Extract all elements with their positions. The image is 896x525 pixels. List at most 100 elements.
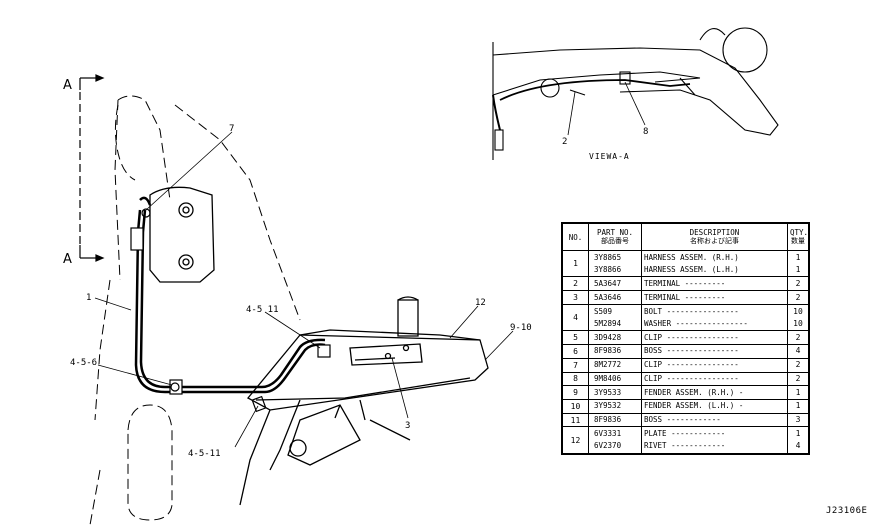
description: HARNESS ASSEM. (R.H.) HARNESS ASSEM. (L.H… (641, 249, 788, 278)
callout-4-5-11-top: 4-5 11 (246, 305, 279, 315)
part-number-line: 8F9836 (594, 415, 622, 425)
quantity-line: 2 (795, 360, 801, 370)
section-label-bottom: A (63, 252, 72, 267)
quantity-line: 4 (795, 441, 801, 451)
description-line: PLATE ------------ (644, 429, 726, 439)
quantity-line: 2 (795, 332, 801, 342)
part-number-line: 5A3647 (594, 278, 622, 288)
table-row: 3 5A3646 TERMINAL --------- 2 (562, 290, 809, 305)
part-number-line: 3D9428 (594, 332, 622, 342)
description-line: CLIP ---------------- (644, 332, 739, 342)
quantity: 2 (787, 371, 809, 387)
callout-8: 8 (643, 127, 648, 137)
quantity-line: 2 (795, 373, 801, 383)
part-number-line: 8M2772 (594, 360, 622, 370)
row-number: 11 (562, 412, 589, 428)
header-qty: QTY.数量 (787, 223, 809, 251)
row-number: 4 (562, 303, 589, 332)
quantity-line: 3 (795, 415, 801, 425)
bracket-plate (149, 186, 215, 283)
part-number-line: 5A3646 (594, 292, 622, 302)
tractor-outline (89, 95, 301, 525)
view-a-a (492, 27, 779, 160)
quantity: 1 (787, 398, 809, 414)
description: BOLT ----------------WASHER ------------… (641, 303, 788, 332)
callout-12: 12 (475, 298, 486, 308)
description-line: HARNESS ASSEM. (R.H.) (644, 252, 739, 262)
description: BOSS ---------------- (641, 344, 788, 359)
callout-4-5-11-bottom: 4-5-11 (188, 449, 221, 459)
callout-labels: A A 7 1 4-5-6 4-5 11 4-5-11 12 9-10 3 2 … (63, 78, 648, 459)
part-number-line: 3Y8865 (594, 252, 622, 262)
description: FENDER ASSEM. (L.H.) - (641, 398, 788, 414)
part-number-line: 3Y9532 (594, 401, 622, 411)
quantity-line: 4 (795, 346, 801, 356)
table-row: 10 3Y9532 FENDER ASSEM. (L.H.) - 1 (562, 398, 809, 414)
description-line: RIVET ------------ (644, 441, 726, 451)
drawing-number: J23106E (826, 506, 868, 516)
description-line: FENDER ASSEM. (L.H.) - (644, 401, 744, 411)
row-number: 9 (562, 385, 589, 400)
part-number: 3D9428 (588, 330, 642, 346)
part-number: 3Y9533 (588, 385, 642, 400)
part-number-line: 3Y9533 (594, 387, 622, 397)
description: TERMINAL --------- (641, 290, 788, 305)
part-number-line: 8F9836 (594, 346, 622, 356)
part-number: 8M2772 (588, 357, 642, 373)
part-number: 5A3647 (588, 276, 642, 292)
row-number: 5 (562, 330, 589, 346)
table-row: 7 8M2772 CLIP ---------------- 2 (562, 357, 809, 373)
row-number: 1 (562, 249, 589, 278)
part-number: 8F9836 (588, 344, 642, 359)
description-line: HARNESS ASSEM. (L.H.) (644, 264, 739, 274)
description-line: CLIP ---------------- (644, 360, 739, 370)
row-number: 12 (562, 426, 589, 454)
description-line: BOSS ------------ (644, 415, 721, 425)
description-line: TERMINAL --------- (644, 278, 726, 288)
quantity-line: 2 (795, 292, 801, 302)
quantity: 2 (787, 290, 809, 305)
quantity-line: 1 (795, 387, 801, 397)
description-line: TERMINAL --------- (644, 292, 726, 302)
header-part-no: PART NO.部品番号 (588, 223, 642, 251)
fender (246, 296, 489, 411)
description-line: BOLT ---------------- (644, 306, 739, 316)
table-row: 9 3Y9533 FENDER ASSEM. (R.H.) - 1 (562, 385, 809, 400)
callout-1: 1 (86, 293, 91, 303)
callout-3: 3 (405, 421, 410, 431)
description: FENDER ASSEM. (R.H.) - (641, 385, 788, 400)
quantity-line: 1 (795, 252, 801, 262)
description: PLATE ------------ RIVET ------------ (641, 426, 788, 454)
description: CLIP ---------------- (641, 330, 788, 346)
description-line: FENDER ASSEM. (R.H.) - (644, 387, 744, 397)
row-number: 2 (562, 276, 589, 292)
header-no: NO. (562, 223, 589, 251)
row-number: 10 (562, 398, 589, 414)
quantity: 3 (787, 412, 809, 428)
quantity: 1 (787, 385, 809, 400)
callout-2: 2 (562, 137, 567, 147)
quantity-line: 10 (793, 306, 803, 316)
quantity-line: 1 (795, 264, 801, 274)
part-number-line: S509 (594, 306, 613, 316)
row-number: 7 (562, 357, 589, 373)
part-number-line: 9M8406 (594, 373, 622, 383)
part-number-line: 6V2370 (594, 441, 622, 451)
quantity-line: 2 (795, 278, 801, 288)
harness-wire (134, 196, 326, 394)
quantity-line: 1 (795, 401, 801, 411)
view-label: VIEWA-A (589, 152, 630, 161)
table-row: 11 8F9836 BOSS ------------ 3 (562, 412, 809, 428)
row-number: 3 (562, 290, 589, 305)
quantity: 2 (787, 357, 809, 373)
section-marker (79, 77, 96, 259)
